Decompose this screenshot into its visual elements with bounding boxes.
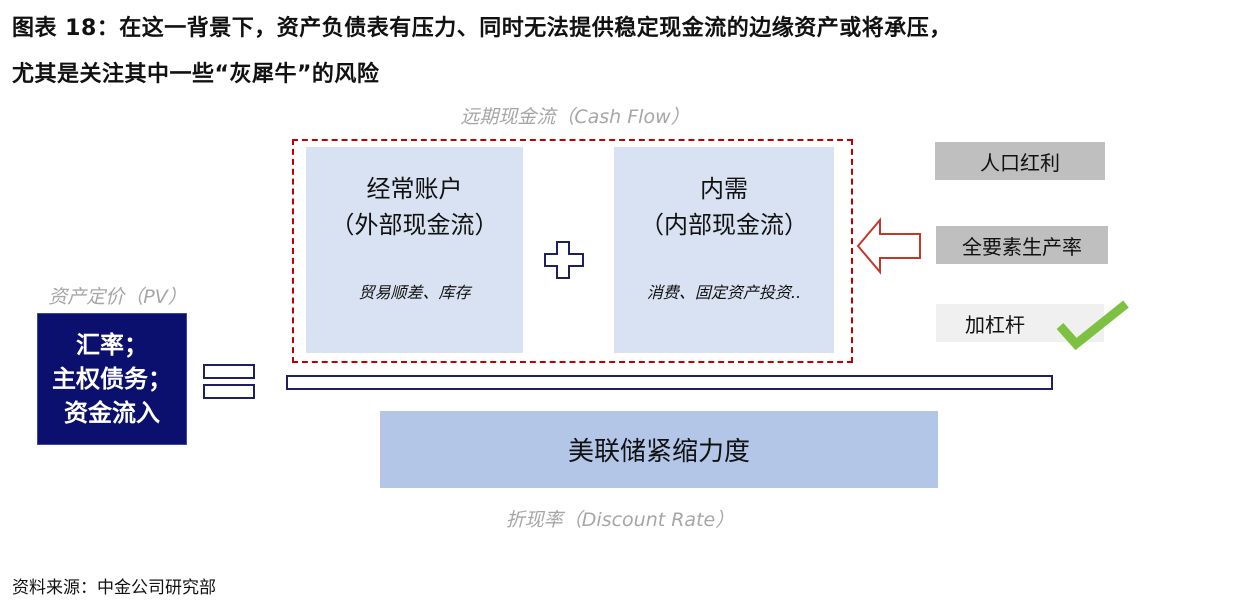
current-account-box: 经常账户 （外部现金流） 贸易顺差、库存 (306, 147, 523, 353)
current-account-subtitle: （外部现金流） (330, 211, 499, 239)
domestic-demand-title: 内需 (700, 175, 748, 203)
factor-leverage: 加杠杆 (936, 304, 1104, 342)
factor-demographic-dividend: 人口红利 (935, 142, 1105, 180)
figure-title-line2: 尤其是关注其中一些“灰犀牛”的风险 (12, 62, 380, 87)
pv-label: 资产定价（PV） (48, 286, 187, 308)
domestic-demand-subtitle: （内部现金流） (640, 211, 808, 239)
cash-flow-label: 远期现金流（Cash Flow） (460, 106, 690, 128)
pv-line-sovereign-debt: 主权债务； (52, 365, 172, 393)
current-account-title: 经常账户 (366, 175, 463, 203)
domestic-demand-detail: 消费、固定资产投资.. (646, 283, 802, 302)
left-arrow-icon (856, 217, 921, 275)
fraction-line (286, 375, 1053, 390)
current-account-detail: 贸易顺差、库存 (358, 283, 471, 302)
discount-rate-label: 折现率（Discount Rate） (505, 509, 735, 531)
fed-tightening-box: 美联储紧缩力度 (380, 411, 938, 488)
pv-box: 汇率； 主权债务； 资金流入 (37, 313, 187, 445)
plus-icon (544, 241, 584, 279)
figure-title-line1: 图表 18：在这一背景下，资产负债表有压力、同时无法提供稳定现金流的边缘资产或将… (12, 16, 952, 41)
check-icon (1056, 300, 1129, 351)
domestic-demand-box: 内需 （内部现金流） 消费、固定资产投资.. (614, 147, 834, 353)
factor-tfp: 全要素生产率 (936, 226, 1108, 264)
source-note: 资料来源：中金公司研究部 (12, 578, 216, 598)
equals-sign-top (203, 364, 255, 379)
factor-leverage-label: 加杠杆 (965, 312, 1025, 337)
pv-line-capital-inflow: 资金流入 (64, 399, 160, 427)
pv-line-fx: 汇率； (76, 331, 148, 359)
cash-flow-group (292, 139, 853, 363)
equals-sign-bottom (203, 384, 255, 399)
